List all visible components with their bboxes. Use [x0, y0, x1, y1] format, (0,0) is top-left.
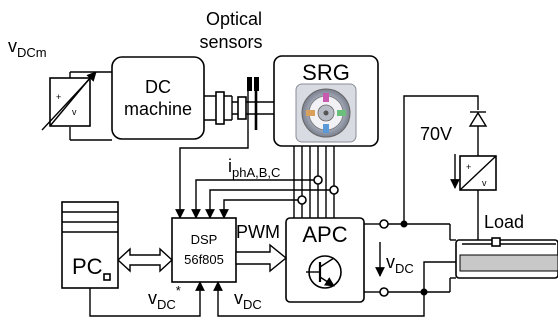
load-resistor: [449, 224, 558, 292]
source-v-sign: v: [72, 107, 77, 117]
pc-label: PC: [72, 254, 103, 279]
dc-machine-label-2: machine: [124, 99, 192, 119]
srg-label: SRG: [302, 60, 350, 85]
vdcm-label: vDCm: [8, 36, 47, 60]
srg-motor-image: [295, 83, 357, 143]
dc-machine-box: [111, 56, 205, 140]
dcdc-v-sign: v: [482, 178, 487, 188]
pwm-label: PWM: [236, 222, 280, 242]
dc-bus: + v: [403, 95, 497, 291]
terminal-bottom: [379, 287, 389, 297]
apc-box: [285, 217, 365, 303]
pwm-arrow: [235, 243, 288, 273]
current-sense-lines: [191, 175, 339, 219]
dc-source-vdcm: + v: [41, 71, 112, 141]
vdc-ref-label: vDC*: [148, 283, 181, 312]
apc-label: APC: [302, 222, 347, 247]
source-plus-sign: +: [56, 92, 61, 102]
optical-sensor-icon: [247, 77, 252, 91]
pc-dsp-link-arrow: [116, 247, 174, 273]
diode-icon: [468, 111, 488, 127]
vdc-feedback-label: vDC: [234, 288, 262, 312]
pc-computer: [61, 201, 119, 289]
transistor-icon: [306, 255, 342, 289]
dc-machine-label-1: DC: [145, 77, 171, 97]
optical-sensors-label-2: sensors: [199, 32, 262, 52]
dsp-label-1: DSP: [191, 232, 218, 247]
terminal-top: [379, 219, 389, 229]
vdc-output-label: vDC: [386, 252, 414, 276]
optical-sensors-label-1: Optical: [206, 9, 262, 29]
load-label: Load: [484, 212, 524, 232]
voltage-70v-label: 70V: [420, 124, 452, 144]
iph-label: iphA,B,C: [228, 156, 280, 180]
dsp-box: [171, 217, 237, 283]
dcdc-plus-sign: +: [466, 162, 471, 172]
shaft-coupling: [204, 77, 274, 130]
dsp-label-2: 56f805: [184, 252, 224, 267]
